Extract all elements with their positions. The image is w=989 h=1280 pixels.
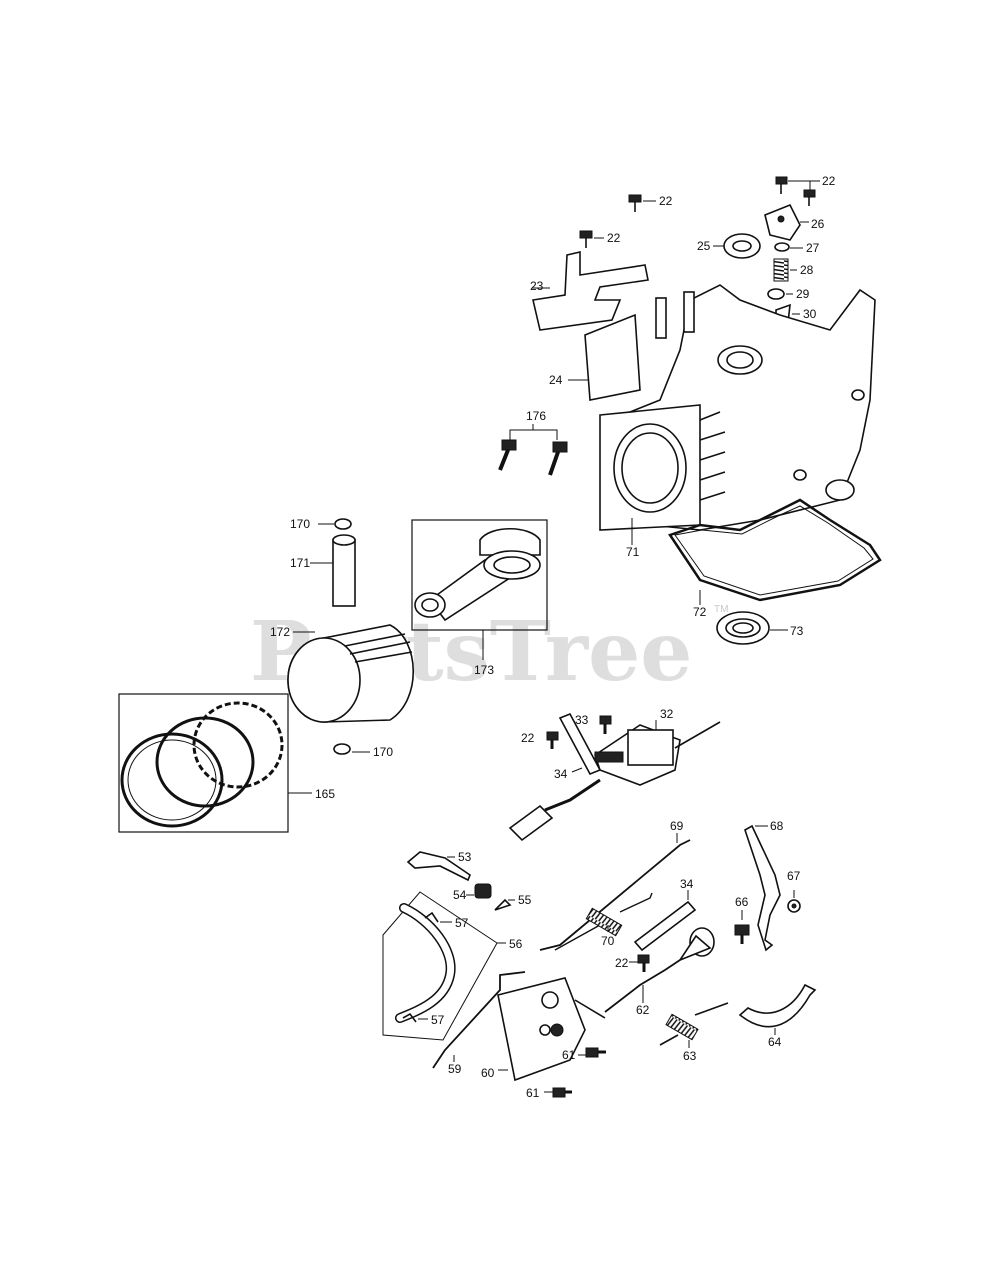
callout-22: 22 [521,731,535,745]
clip-170-bottom [333,743,370,755]
breather-cover-23 [532,250,649,331]
callout-34: 34 [680,877,694,891]
breather-gasket-24 [568,313,641,401]
callout-66: 66 [735,895,749,909]
clip-57-top [424,911,452,923]
callout-22: 22 [659,194,673,208]
bolts-22-top-right [775,176,820,206]
callout-69: 69 [670,819,684,833]
governor-shaft-56 [382,891,506,1041]
screw-66 [734,910,750,944]
governor-plate-26 [764,203,809,241]
washer-27 [774,242,803,252]
piston-rings-165 [118,693,312,833]
callout-165: 165 [315,787,335,801]
control-bracket-60 [497,977,606,1082]
bolt-22-left [579,230,604,248]
bearing-73 [716,611,788,645]
callout-25: 25 [697,239,711,253]
bolt-33 [599,715,612,734]
pin-55 [494,898,515,911]
crankcase-gasket-72 [668,498,882,605]
callout-53: 53 [458,850,472,864]
callout-30: 30 [803,307,817,321]
callout-70: 70 [601,934,615,948]
callout-26: 26 [811,217,825,231]
callout-67: 67 [787,869,801,883]
callout-60: 60 [481,1066,495,1080]
callout-68: 68 [770,819,784,833]
clip-57-bottom [402,1012,428,1023]
callout-55: 55 [518,893,532,907]
clip-170-top [318,518,352,530]
callout-59: 59 [448,1062,462,1076]
callout-24: 24 [549,373,563,387]
oil-seal-25 [713,233,761,259]
callout-170: 170 [290,517,310,531]
governor-rod-59 [432,971,526,1069]
link-rod-69 [539,833,691,951]
callout-29: 29 [796,287,810,301]
crankcase-71 [599,284,876,545]
bolt-61-b [544,1087,572,1098]
callout-72: 72 [693,605,707,619]
washer-67 [787,890,801,913]
callout-56: 56 [509,937,523,951]
connecting-rod-173 [411,519,548,660]
spring-63 [659,1002,729,1048]
throttle-knob-62 [604,927,715,1013]
callout-61: 61 [526,1086,540,1100]
callout-57: 57 [455,916,469,930]
callout-22: 22 [615,956,629,970]
bracket-34-top [558,712,602,776]
callout-64: 64 [768,1035,782,1049]
bolt-22-top-center [628,194,656,212]
callout-63: 63 [683,1049,697,1063]
callout-22: 22 [822,174,836,188]
bolts-176 [498,424,568,476]
callout-27: 27 [806,241,820,255]
callout-23: 23 [530,279,544,293]
callout-73: 73 [790,624,804,638]
callout-176: 176 [526,409,546,423]
callout-34: 34 [554,767,568,781]
bracket-34-lower [633,890,697,952]
spring-28 [773,258,797,282]
callout-171: 171 [290,556,310,570]
control-lever-64 [738,983,817,1035]
bolt-22-mid [546,731,559,749]
bushing-54 [466,883,492,899]
callout-61: 61 [562,1048,576,1062]
piston-172 [287,624,415,723]
ignition-coil-32 [508,720,721,842]
callout-71: 71 [626,545,640,559]
callout-22: 22 [607,231,621,245]
callout-33: 33 [575,713,589,727]
callout-57: 57 [431,1013,445,1027]
bolt-22-lower [629,954,650,972]
piston-pin-171 [310,534,356,607]
callout-54: 54 [453,888,467,902]
callout-170: 170 [373,745,393,759]
lever-53 [406,851,471,882]
callout-172: 172 [270,625,290,639]
callout-173: 173 [474,663,494,677]
spring-70 [554,892,653,951]
cap-29 [767,288,793,300]
watermark-tm: TM [714,604,728,615]
governor-lever-68 [744,824,781,952]
callout-32: 32 [660,707,674,721]
callout-28: 28 [800,263,814,277]
callout-62: 62 [636,1003,650,1017]
bolt-61-a [578,1047,606,1058]
